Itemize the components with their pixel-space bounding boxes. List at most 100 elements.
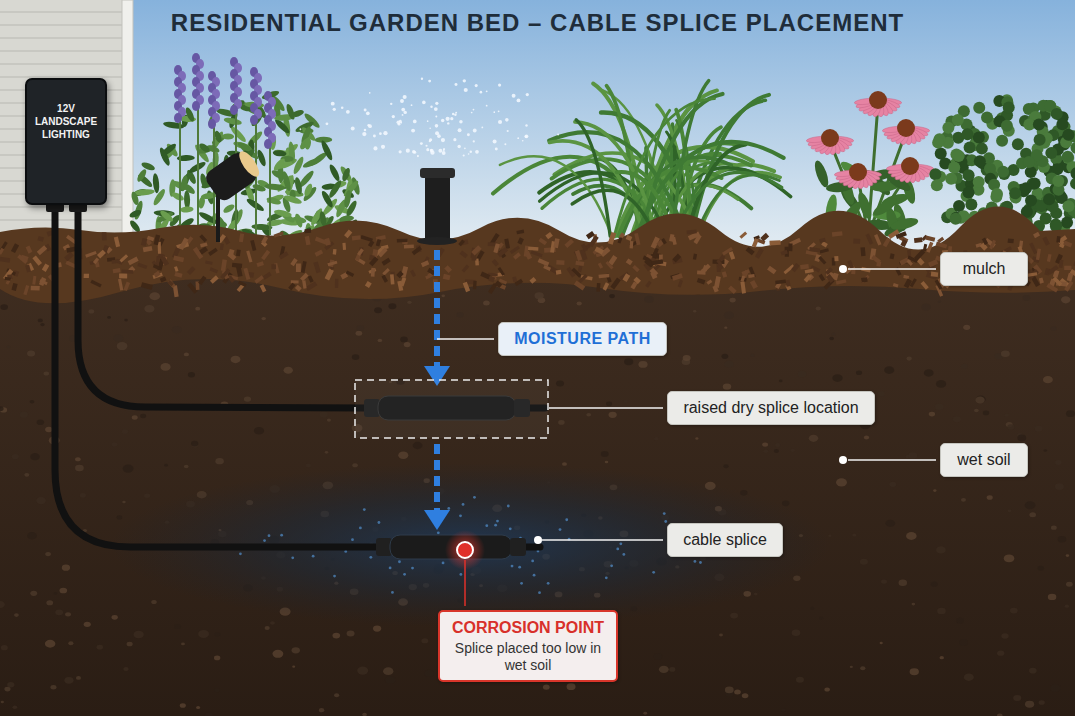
spray-droplet <box>450 117 453 120</box>
mulch-chip <box>739 231 747 238</box>
soil-grain <box>798 371 807 377</box>
soil-grain <box>214 656 220 661</box>
mulch-chip <box>669 234 674 242</box>
soil-grain <box>442 295 445 298</box>
soil-grain <box>456 312 463 317</box>
soil-grain <box>385 676 396 684</box>
mulch-chip <box>495 281 503 289</box>
soil-grain <box>935 404 944 411</box>
soil-grain <box>45 640 55 648</box>
mulch-chip <box>254 275 264 283</box>
mulch-chip <box>390 274 395 284</box>
mulch-chip <box>174 266 178 272</box>
soil-grain <box>180 703 186 708</box>
soil-grain <box>856 370 862 375</box>
siding-line <box>0 50 122 51</box>
soil-grain <box>1066 554 1069 557</box>
mulch-chip <box>538 258 550 266</box>
node-label: raised dry splice location <box>682 398 860 418</box>
mulch-chip <box>208 248 218 256</box>
soil-grain <box>144 494 150 499</box>
flower-head <box>834 163 883 189</box>
mulch-chip <box>553 238 559 248</box>
shrub-leaf <box>991 188 1003 200</box>
mulch-chip <box>926 272 938 279</box>
soil-grain <box>624 400 628 403</box>
leader-dot <box>839 456 847 464</box>
mulch-chip <box>137 263 147 269</box>
soil-grain <box>123 667 128 671</box>
soil-grain <box>829 337 834 340</box>
spray-droplet <box>362 132 366 136</box>
soil-grain <box>59 588 67 594</box>
spray-droplet <box>383 131 387 135</box>
mulch-chip <box>672 273 683 280</box>
mulch-chip <box>11 243 19 253</box>
lavender-bud <box>250 115 258 125</box>
mulch-chip <box>11 283 17 291</box>
water-droplet <box>619 542 622 545</box>
soil-grain <box>719 634 723 637</box>
soil-grain <box>836 478 847 486</box>
spray-droplet <box>453 138 456 141</box>
mulch-chip <box>819 274 826 282</box>
spray-droplet <box>346 110 350 114</box>
spray-droplet <box>366 112 370 116</box>
spray-droplet <box>411 104 413 106</box>
mulch-texture <box>0 229 1075 297</box>
leaf <box>163 121 185 130</box>
mulch-chip <box>890 253 895 259</box>
soil-grain <box>878 391 885 396</box>
spray-droplet <box>381 145 385 149</box>
flower-head <box>886 157 935 183</box>
soil-grain <box>27 351 35 357</box>
soil-grain <box>912 603 916 606</box>
leaf <box>272 157 287 173</box>
mulch-chip <box>143 246 153 252</box>
shrub-leaf <box>964 142 976 154</box>
spray-droplet <box>442 151 446 155</box>
leaf <box>871 195 900 219</box>
shrub-leaf <box>1025 166 1037 178</box>
mulch-chip <box>543 265 551 271</box>
soil-grain <box>729 298 735 303</box>
mulch-chip <box>931 272 939 277</box>
soil-grain <box>792 629 801 635</box>
soil-grain <box>643 712 647 715</box>
leaf <box>320 190 335 209</box>
shrub-leaf <box>1051 108 1063 120</box>
soil-grain <box>325 451 328 454</box>
mulch-chip <box>262 272 271 280</box>
soil-grain <box>734 689 741 694</box>
water-droplet <box>616 548 619 551</box>
soil-grain <box>1001 350 1010 357</box>
soil-grain <box>1007 424 1014 429</box>
soil-grain <box>107 316 111 319</box>
mulch-chip <box>832 231 843 236</box>
wall-trim <box>122 0 133 245</box>
shrub-leaf <box>976 143 988 155</box>
soil-grain <box>398 451 408 459</box>
water-droplet <box>565 518 568 521</box>
shrub-leaf <box>1056 118 1068 130</box>
mulch-chip <box>907 256 917 263</box>
spray-droplet <box>438 149 442 153</box>
mulch-chip <box>488 276 495 283</box>
mulch-chip <box>893 283 899 287</box>
shrub-leaf <box>1025 194 1037 206</box>
mulch-chip <box>513 252 521 260</box>
spray-droplet <box>473 109 475 111</box>
mulch-chip <box>818 256 826 265</box>
spray-droplet <box>464 88 468 92</box>
spray-droplet <box>471 112 473 114</box>
water-droplet <box>511 565 514 568</box>
water-droplet <box>268 534 271 537</box>
soil-grain <box>383 667 393 675</box>
sky <box>0 0 1075 250</box>
siding-line <box>0 11 122 12</box>
spray-droplet <box>457 145 460 148</box>
soil-grain <box>38 318 43 322</box>
mulch-chip <box>1073 261 1075 267</box>
mulch-chip <box>697 278 706 285</box>
spray-droplet <box>443 149 445 151</box>
